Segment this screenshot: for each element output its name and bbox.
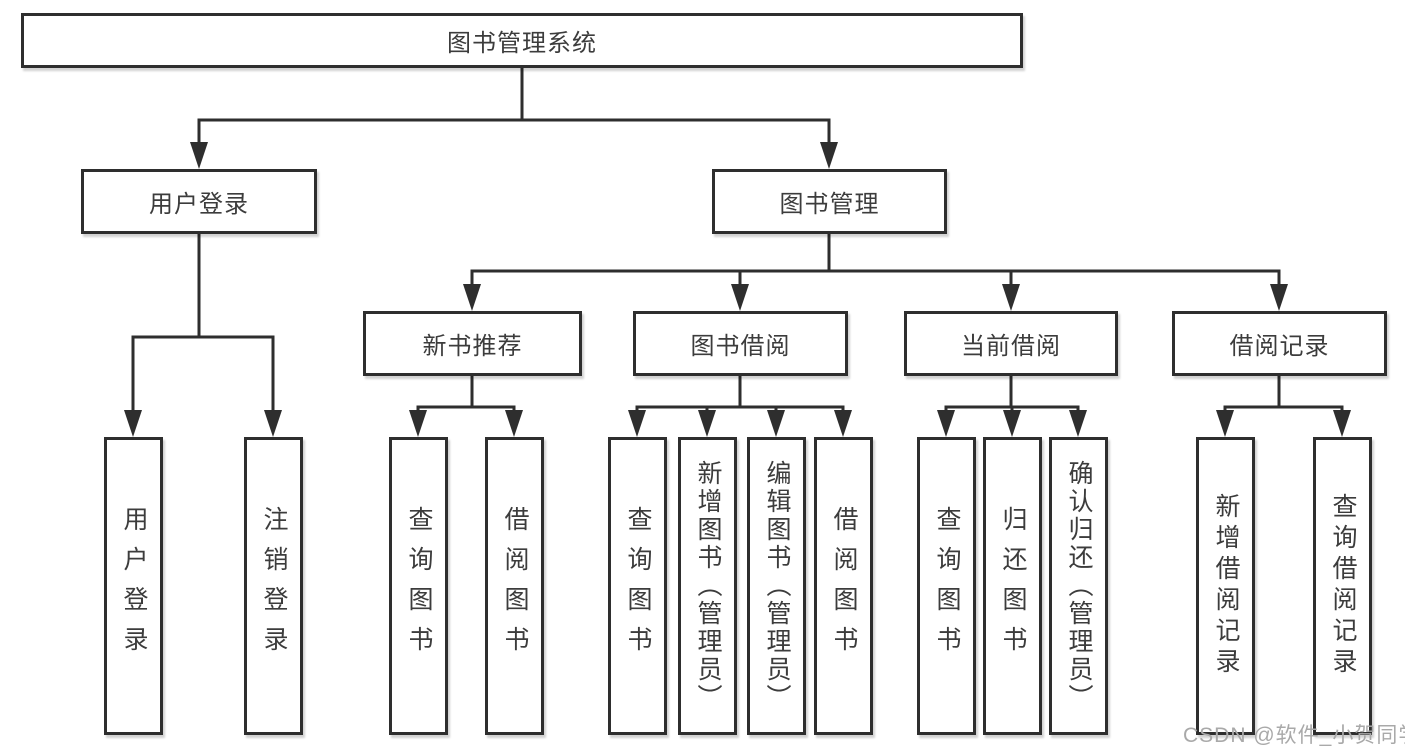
leaf-return-books: 归还图书 [983,437,1042,735]
node-label: 归还图书 [999,506,1027,666]
node-book-management: 图书管理 [712,169,947,234]
node-new-book-recommend: 新书推荐 [363,311,582,376]
node-label: 借阅记录 [1229,333,1330,360]
node-label: 查询图书 [405,506,433,666]
node-label: 新书推荐 [422,333,523,360]
leaf-borrow-books-borrowing: 借阅图书 [814,437,873,735]
node-book-borrowing: 图书借阅 [633,311,848,376]
node-label: 确认归还（管理员） [1065,460,1093,712]
node-label: 查询图书 [933,506,961,666]
node-label: 新增借阅记录 [1212,493,1240,679]
node-label: 用户登录 [149,191,249,218]
arrowheads [124,142,1351,437]
node-label: 图书管理 [779,191,880,218]
node-label: 当前借阅 [961,333,1061,360]
node-label: 注销登录 [260,506,288,666]
node-root-library-system: 图书管理系统 [21,13,1023,68]
node-label: 借阅图书 [830,506,858,666]
node-label: 查询借阅记录 [1329,493,1357,679]
leaf-query-books-recommend: 查询图书 [389,437,448,735]
leaf-edit-books-admin: 编辑图书（管理员） [747,437,806,735]
node-label: 图书管理系统 [447,30,597,57]
leaf-logout-login: 注销登录 [244,437,303,735]
leaf-add-books-admin: 新增图书（管理员） [678,437,737,735]
leaf-borrow-books-recommend: 借阅图书 [485,437,544,735]
leaf-query-borrow-record: 查询借阅记录 [1313,437,1372,735]
leaf-user-login: 用户登录 [104,437,163,735]
node-label: 编辑图书（管理员） [763,460,791,712]
node-label: 查询图书 [624,506,652,666]
node-label: 用户登录 [120,506,148,666]
leaf-add-borrow-record: 新增借阅记录 [1196,437,1255,735]
leaf-query-books-current: 查询图书 [917,437,976,735]
node-current-borrowing: 当前借阅 [904,311,1118,376]
node-user-login: 用户登录 [81,169,317,234]
node-label: 新增图书（管理员） [694,460,722,712]
csdn-watermark: CSDN @软件_小贺同学 [1183,724,1405,747]
node-label: 图书借阅 [690,333,791,360]
node-borrowing-records: 借阅记录 [1172,311,1387,376]
leaf-confirm-return-admin: 确认归还（管理员） [1049,437,1108,735]
node-label: 借阅图书 [501,506,529,666]
leaf-query-books-borrowing: 查询图书 [608,437,667,735]
